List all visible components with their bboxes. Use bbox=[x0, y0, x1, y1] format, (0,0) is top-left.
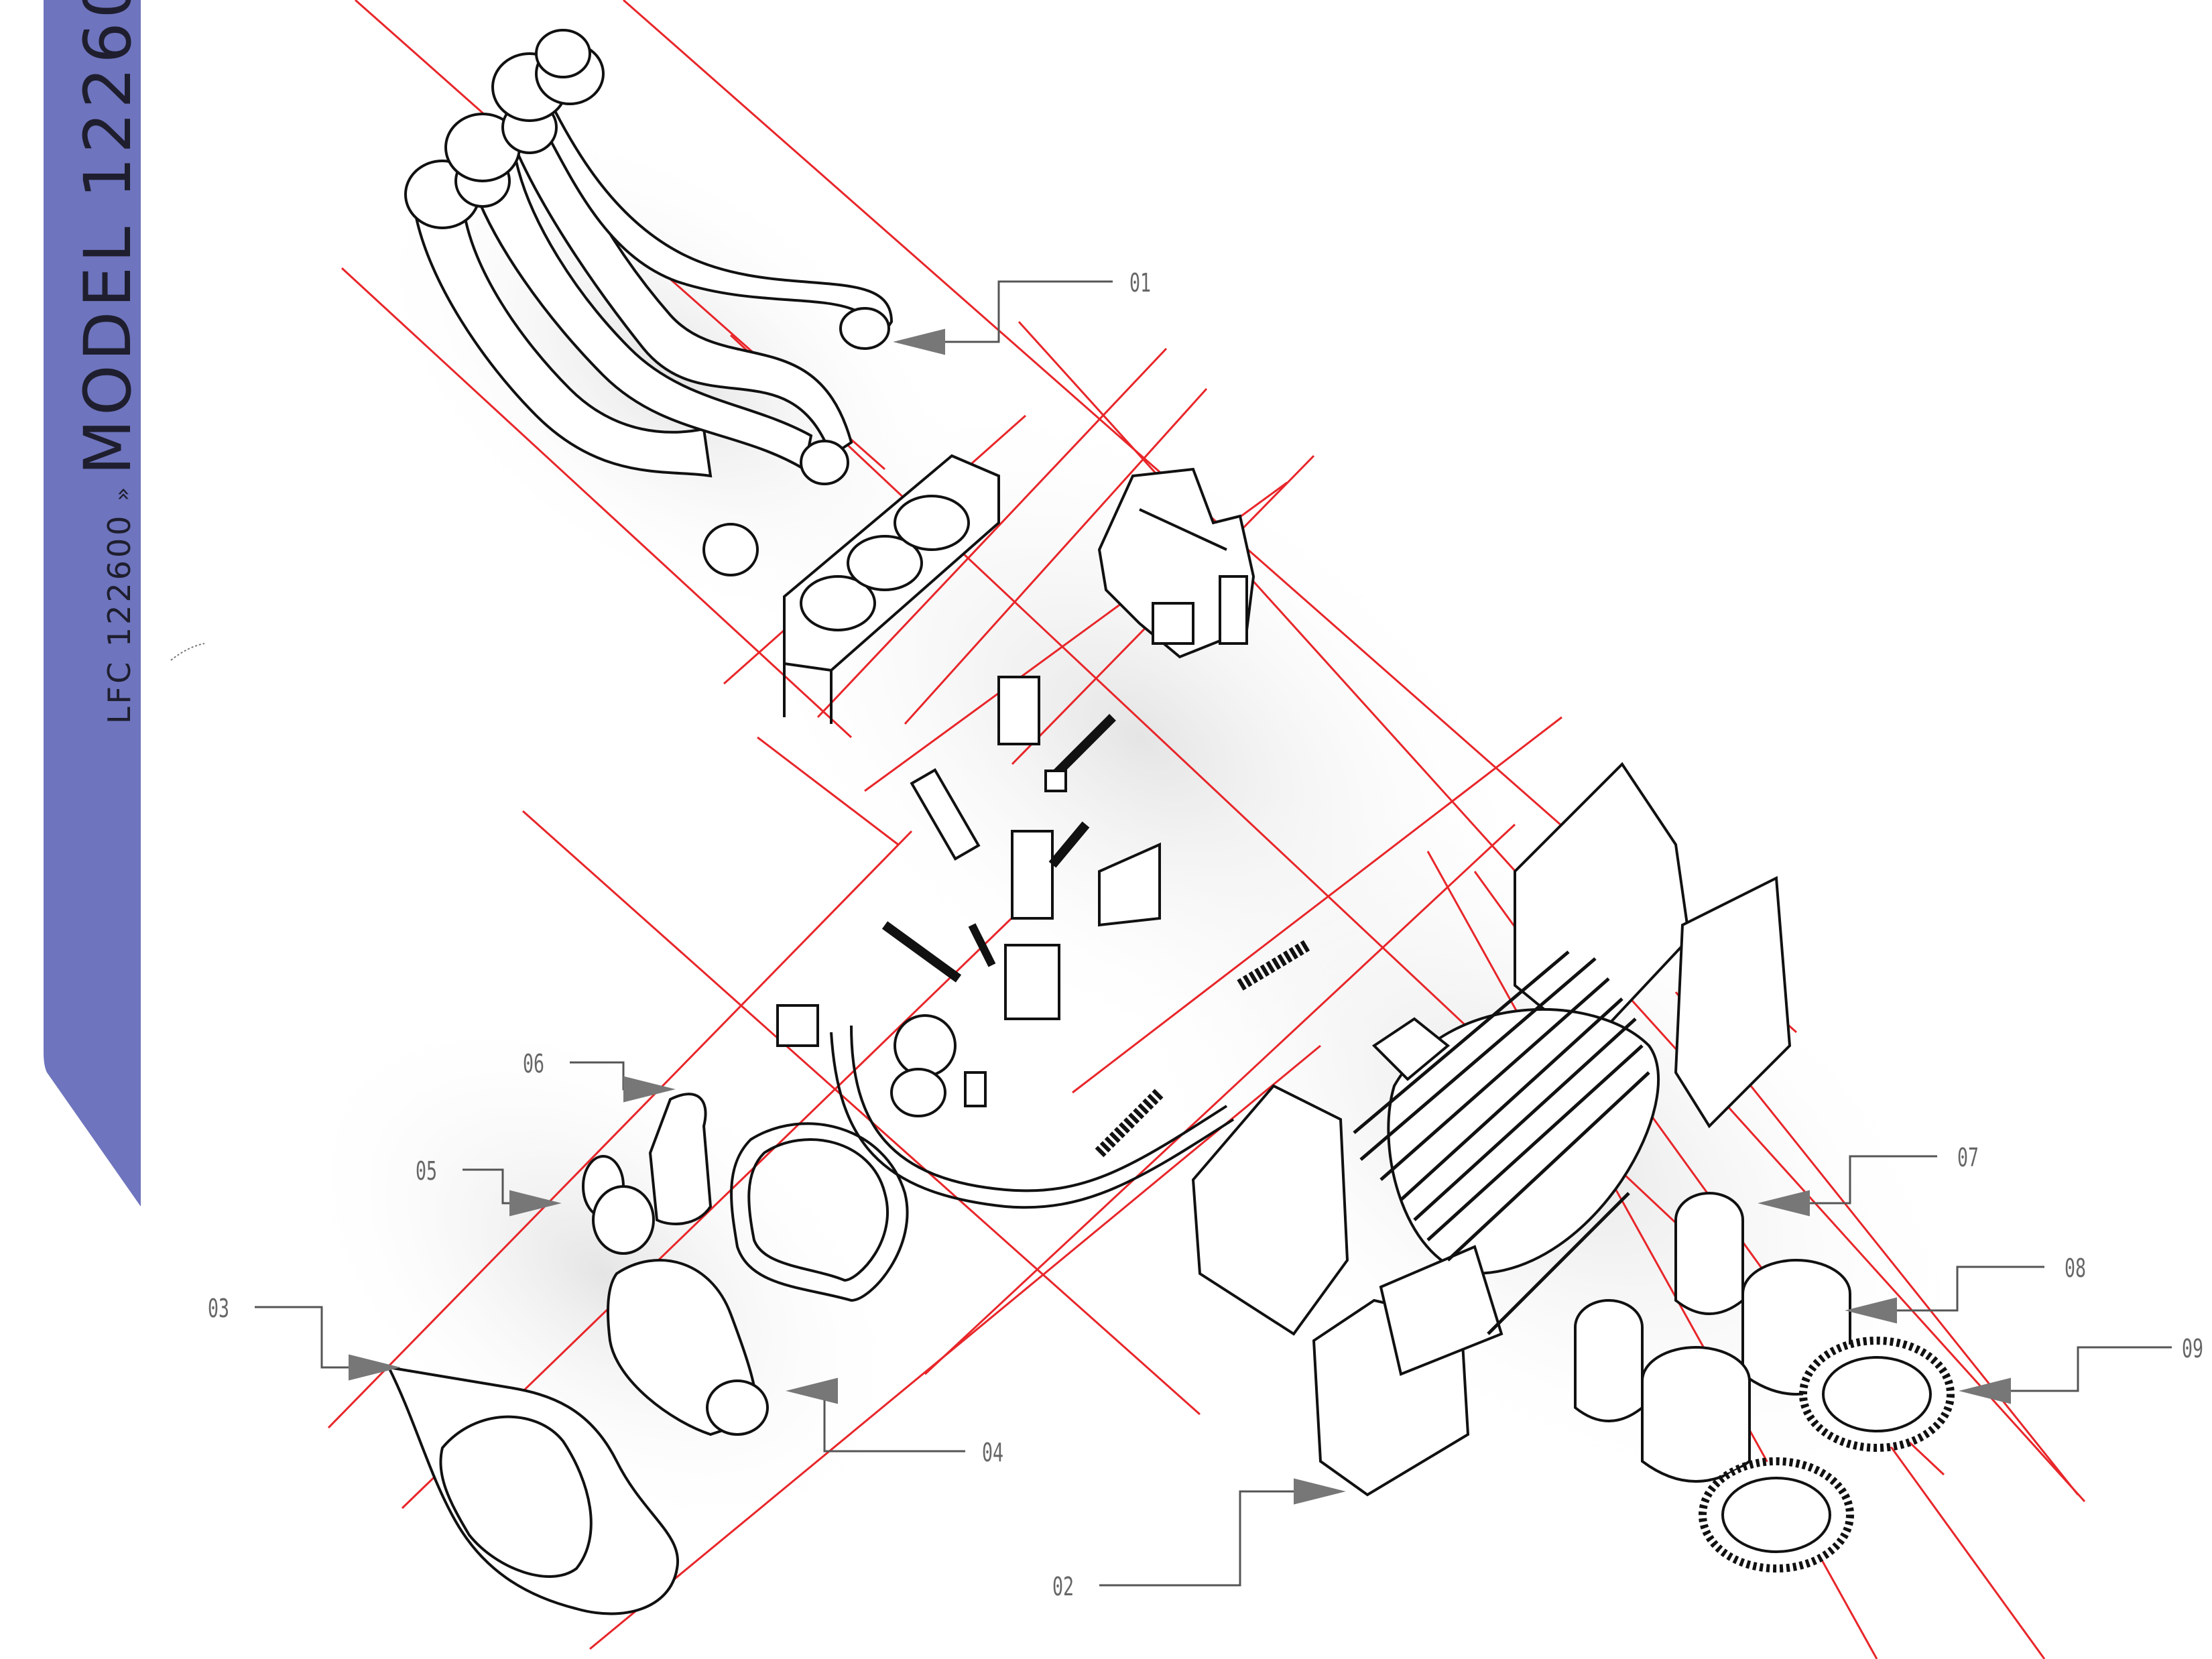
part-gasket-ring bbox=[730, 1122, 909, 1302]
sidebar-band: LFC 122600»MODEL 122602 bbox=[0, 0, 145, 1207]
part-02-cooling-fins bbox=[1353, 950, 1650, 1335]
part-04-nozzle-bowl bbox=[607, 1259, 769, 1436]
construction-lines bbox=[327, 0, 2086, 1659]
part-01-exhaust-manifold bbox=[404, 29, 894, 576]
callout-07: 07 bbox=[1957, 1143, 1979, 1172]
callout-02: 02 bbox=[1052, 1572, 1074, 1601]
leader-lines bbox=[255, 280, 2172, 1587]
part-valve-body bbox=[1097, 467, 1255, 659]
callout-06: 06 bbox=[523, 1049, 545, 1079]
part-flange-block bbox=[783, 454, 1000, 724]
callout-08: 08 bbox=[2065, 1253, 2087, 1283]
part-07-09-cylinders bbox=[1574, 1192, 1955, 1573]
callout-03: 03 bbox=[208, 1294, 230, 1323]
part-small-hardware bbox=[776, 676, 1310, 1158]
part-hose bbox=[830, 1025, 1235, 1209]
sidebar-shape bbox=[44, 0, 141, 1207]
callout-01: 01 bbox=[1129, 268, 1152, 298]
part-06-clip bbox=[648, 1093, 713, 1225]
part-02-main-housing bbox=[1191, 761, 1792, 1497]
decorative-arc bbox=[170, 643, 205, 661]
callout-04: 04 bbox=[982, 1438, 1004, 1467]
callout-05: 05 bbox=[416, 1156, 438, 1186]
part-03-base-plate bbox=[386, 1365, 680, 1615]
part-05-cap bbox=[582, 1155, 655, 1255]
callout-09: 09 bbox=[2182, 1334, 2204, 1363]
